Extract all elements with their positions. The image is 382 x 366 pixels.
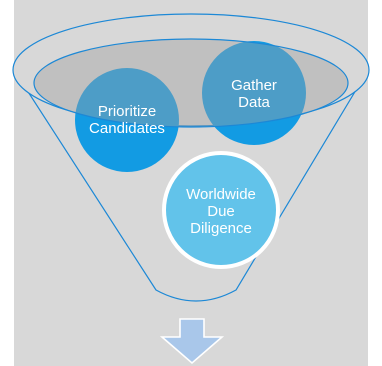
down-arrow-icon: [159, 318, 225, 365]
circle-label-prioritize-candidates: Prioritize Candidates: [89, 103, 165, 137]
circle-prioritize-candidates: [75, 68, 179, 172]
funnel-inner-rim: [33, 38, 349, 128]
circle-label-gather-data: Gather Data: [231, 77, 277, 111]
circle-label-worldwide-due-diligence: Worldwide Due Diligence: [186, 186, 256, 237]
circle-worldwide-due-diligence: [162, 151, 280, 269]
